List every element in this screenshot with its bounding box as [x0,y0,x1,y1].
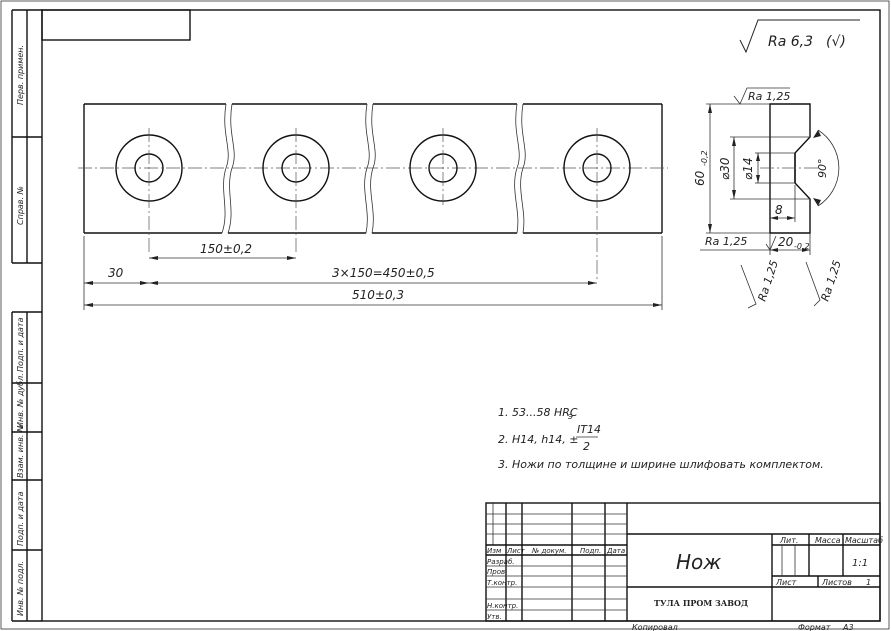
tb-format-label: Формат [798,623,831,631]
rough-bottom-left: Ra 1,25 [755,259,780,303]
note-2-denominator: 2 [583,440,590,453]
tb-hdr-podp: Подп. [580,547,601,555]
strip-label-inv-dubl: Инв. № дубл. [16,373,25,428]
tb-row-prov: Пров. [487,568,507,576]
technical-notes: 1. 53...58 HRC Э 2. H14, h14, ± IT14 2 3… [498,406,824,471]
dim-height: 60 [693,170,707,186]
top-left-stamp [41,9,191,41]
dim-width: 20 [778,235,794,249]
tb-kopiroval: Копировал [632,623,678,631]
dim-overall: 510±0,3 [352,288,404,302]
strip-label-perv-primen: Перв. примен. [16,45,25,105]
dim-height-tol: -0,2 [700,150,709,166]
dim-pitch: 150±0,2 [200,242,252,256]
tb-hdr-doc: № докум. [531,547,567,555]
tb-row-tkontr: Т.контр. [487,579,517,587]
dim-width-tol: -0,2 [794,242,810,251]
roughness-suffix: (√) [826,34,846,50]
rough-left: Ra 1,25 [705,235,747,248]
note-1-sub: Э [567,413,573,421]
tb-part-name: Нож [676,550,721,574]
tb-list-label: Лист [775,578,797,587]
hole-2 [262,128,330,255]
tb-scale-value: 1:1 [852,558,868,569]
tb-hdr-list: Лист [506,547,526,555]
strip-label-sprav: Справ. № [16,186,25,225]
note-1: 1. 53...58 HRC [498,406,578,419]
strip-label-vzam-inv: Взам. инв. № [16,424,25,478]
dim-angle: 90° [816,159,829,179]
sheet-frame [41,9,881,622]
dim-edge: 30 [108,266,124,280]
rough-top: Ra 1,25 [748,90,790,103]
tb-hdr-data: Дата [606,547,625,555]
strip-label-inv-podl: Инв. № подл. [16,561,25,616]
tb-massa: Масса [815,536,841,545]
knife-plan-view [78,103,668,282]
tb-organization: ТУЛА ПРОМ ЗАВОД [654,598,748,608]
dim-d-inner: ⌀14 [741,158,755,181]
hole-4 [563,128,631,282]
tb-row-razrab: Разраб. [487,558,515,566]
tb-masshtab: Масштаб [845,536,883,545]
note-2: 2. H14, h14, ± [498,433,578,446]
tb-listov-value: 1 [866,578,871,587]
tb-row-nkontr: Н.контр. [487,602,518,610]
knife-section-view: 90° 60 -0,2 ⌀30 ⌀14 8 20 -0 [693,103,840,255]
hole-3 [409,128,477,205]
strip-label-podp-data-1: Подп. и дата [16,317,25,372]
strip-label-podp-data-2: Подп. и дата [16,491,25,546]
dim-chain: 3×150=450±0,5 [332,266,435,280]
roughness-main: Ra 6,3 [768,34,813,50]
note-3: 3. Ножи по толщине и ширине шлифовать ко… [498,458,824,471]
plan-dimensions: 150±0,2 30 3×150=450±0,5 510±0,3 [83,236,663,310]
tb-hdr-izm: Изм [487,547,502,555]
hole-1 [115,128,183,255]
title-block: Изм Лист № докум. Подп. Дата Разраб. Про… [485,502,883,631]
side-strip: Перв. примен. Справ. № Подп. и дата Инв.… [11,9,42,622]
general-roughness-sign: Ra 6,3 (√) [739,19,860,54]
rough-bottom-right: Ra 1,25 [818,259,843,303]
tb-listov-label: Листов [821,578,852,587]
tb-row-utv: Утв. [487,613,502,621]
section-roughness-marks: Ra 1,25 Ra 1,25 Ra 1,25 Ra 1,25 [700,87,844,309]
dim-depth: 8 [775,203,783,217]
tb-format-value: А3 [842,623,854,631]
dim-d-outer: ⌀30 [718,157,732,180]
note-2-numerator: IT14 [577,423,601,436]
tb-lit: Лит. [779,536,798,545]
